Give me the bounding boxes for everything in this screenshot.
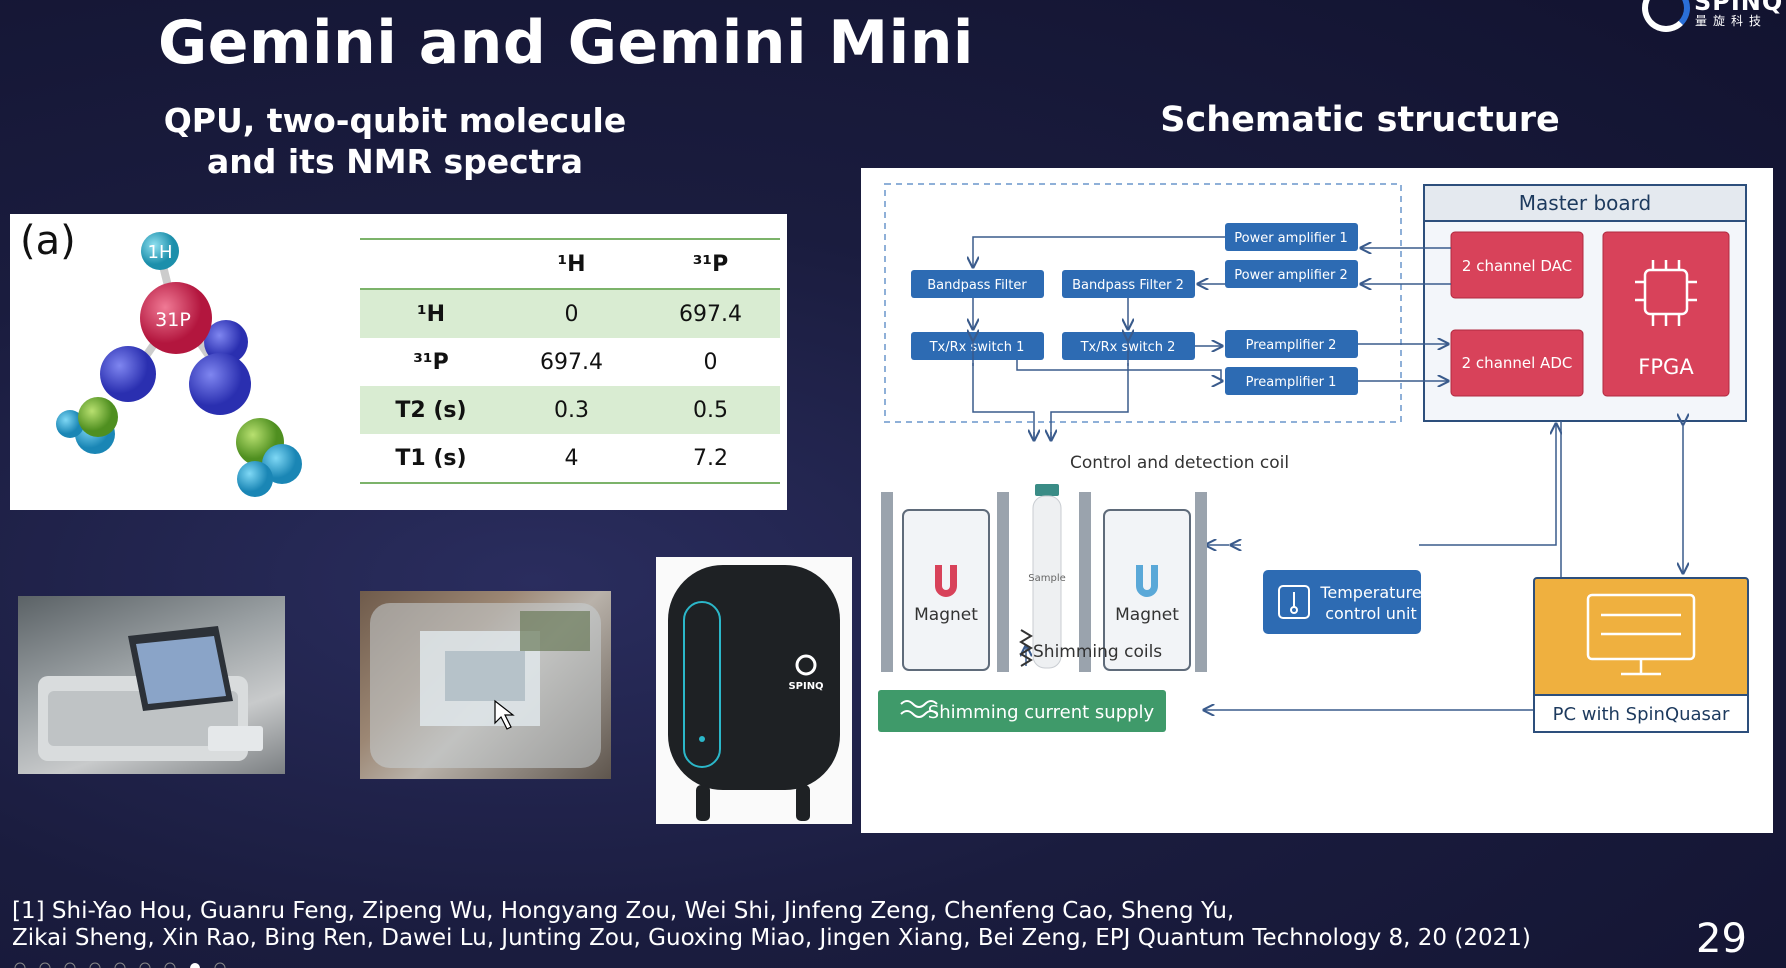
gemini-mini-photo: SPINQ — [656, 557, 852, 824]
nmr-cell: 4 — [502, 434, 641, 484]
power-amp-1-label: Power amplifier 1 — [1234, 231, 1347, 246]
nmr-header-cell — [360, 238, 502, 289]
temperature-label-line1: Temperature — [1319, 583, 1421, 602]
nmr-row: ³¹P 697.4 0 — [360, 338, 780, 386]
dac-label: 2 channel DAC — [1462, 257, 1572, 275]
bandpass-filter-2-label: Bandpass Filter 2 — [1072, 278, 1184, 293]
txrx-switch-1-label: Tx/Rx switch 1 — [929, 340, 1025, 355]
dac-block — [1450, 231, 1584, 299]
nmr-row: T1 (s) 4 7.2 — [360, 434, 780, 484]
magnet-left-label: Magnet — [914, 605, 978, 625]
nmr-cell: 697.4 — [641, 288, 780, 338]
adc-block — [1450, 329, 1584, 397]
device-logo-text: SPINQ — [788, 681, 823, 692]
sample-tube — [1032, 495, 1062, 669]
magnet-right-label: Magnet — [1115, 605, 1179, 625]
atom-label-p: 31P — [155, 309, 191, 331]
nmr-cell: 0 — [703, 349, 718, 375]
pole-piece — [997, 492, 1009, 672]
nmr-row-label: ³¹P — [413, 349, 449, 375]
pc-label: PC with SpinQuasar — [1553, 704, 1730, 725]
spinq-logo: SPINQ 量旋科技 — [1638, 0, 1786, 34]
nmr-header-cell: ³¹P — [641, 238, 780, 289]
logo-brand-text: SPINQ — [1694, 0, 1784, 16]
molecule-model: 1H 31P — [56, 232, 302, 497]
bandpass-filter-2-block — [1062, 270, 1195, 298]
schematic-diagram: Master board 2 channel DAC 2 channel ADC… — [861, 168, 1773, 833]
left-subtitle: QPU, two-qubit molecule and its NMR spec… — [140, 100, 650, 182]
slide-progress-indicator[interactable] — [0, 962, 1786, 968]
temperature-control-block — [1263, 570, 1421, 634]
nmr-cell: 0 — [502, 288, 641, 338]
preamp-2-label: Preamplifier 2 — [1246, 338, 1337, 353]
shimming-supply-label: Shimming current supply — [928, 702, 1155, 723]
nmr-cell: 0.5 — [641, 386, 780, 434]
shimming-coils-label: Shimming coils — [1033, 642, 1162, 662]
preamp-1-label: Preamplifier 1 — [1246, 375, 1337, 390]
nmr-row: T2 (s) 0.3 0.5 — [360, 386, 780, 434]
txrx-switch-1-block — [911, 332, 1044, 360]
gemini-device-photo — [18, 596, 285, 774]
adc-label: 2 channel ADC — [1462, 354, 1573, 372]
coil-head — [1035, 484, 1059, 496]
left-subtitle-line2: and its NMR spectra — [207, 142, 583, 181]
citation-line1: [1] Shi-Yao Hou, Guanru Feng, Zipeng Wu,… — [12, 898, 1235, 924]
phosphorus-atom — [140, 282, 212, 354]
magnet-icon — [935, 565, 957, 597]
nmr-row: ¹H 0 697.4 — [360, 288, 780, 338]
logo-chinese-text: 量旋科技 — [1695, 14, 1768, 28]
shimming-coil-icon — [1019, 629, 1033, 667]
sample-label: Sample — [1028, 573, 1066, 584]
citation: [1] Shi-Yao Hou, Guanru Feng, Zipeng Wu,… — [12, 898, 1531, 952]
slide-title: Gemini and Gemini Mini — [158, 8, 974, 78]
monitor-icon — [1586, 593, 1696, 676]
page-number: 29 — [1696, 916, 1747, 962]
nmr-table: ¹H ³¹P ¹H 0 697.4 ³¹P 697.4 0 T2 (s) 0.3… — [360, 238, 780, 484]
temperature-label-line2: control unit — [1325, 604, 1417, 623]
nmr-row-label: ¹H — [360, 288, 502, 338]
nmr-cell: 0.3 — [502, 386, 641, 434]
mouse-cursor-icon — [494, 699, 515, 730]
bandpass-filter-1-block — [911, 270, 1044, 298]
pole-piece — [1079, 492, 1091, 672]
preamp-2-block — [1225, 330, 1358, 358]
thermometer-icon — [1278, 585, 1310, 619]
pole-piece — [1195, 492, 1207, 672]
nmr-header-cell: ¹H — [502, 238, 641, 289]
coil-label: Control and detection coil — [1070, 453, 1289, 473]
right-subtitle: Schematic structure — [1160, 100, 1560, 140]
atom-label-h: 1H — [148, 242, 173, 263]
power-amp-2-block — [1225, 260, 1358, 288]
hydrogen-atom — [141, 232, 179, 270]
rf-module-boundary — [884, 183, 1402, 423]
preamp-1-block — [1225, 367, 1358, 395]
master-board-label: Master board — [1519, 191, 1651, 215]
power-amp-2-label: Power amplifier 2 — [1234, 268, 1347, 283]
fpga-label: FPGA — [1638, 355, 1694, 379]
bandpass-filter-1-label: Bandpass Filter — [927, 278, 1027, 293]
nmr-header-row: ¹H ³¹P — [360, 238, 780, 289]
molecule-panel: (a) 1H 31P ¹H ³¹P — [10, 214, 787, 510]
nmr-row-label: T1 (s) — [360, 434, 502, 484]
panel-label: (a) — [20, 218, 76, 264]
gemini-internal-photo — [360, 591, 611, 779]
nmr-cell: 697.4 — [540, 349, 603, 375]
nmr-row-label: T2 (s) — [360, 386, 502, 434]
chip-icon — [1635, 260, 1697, 326]
shimming-supply-block — [878, 690, 1166, 732]
magnet-icon — [1136, 565, 1158, 597]
spinq-logo-icon — [1642, 0, 1690, 32]
wave-icon — [900, 700, 938, 718]
citation-line2: Zikai Sheng, Xin Rao, Bing Ren, Dawei Lu… — [12, 925, 1531, 951]
pole-piece — [881, 492, 893, 672]
left-subtitle-line1: QPU, two-qubit molecule — [163, 101, 627, 140]
power-amp-1-block — [1225, 223, 1358, 251]
nmr-cell: 7.2 — [641, 434, 780, 484]
